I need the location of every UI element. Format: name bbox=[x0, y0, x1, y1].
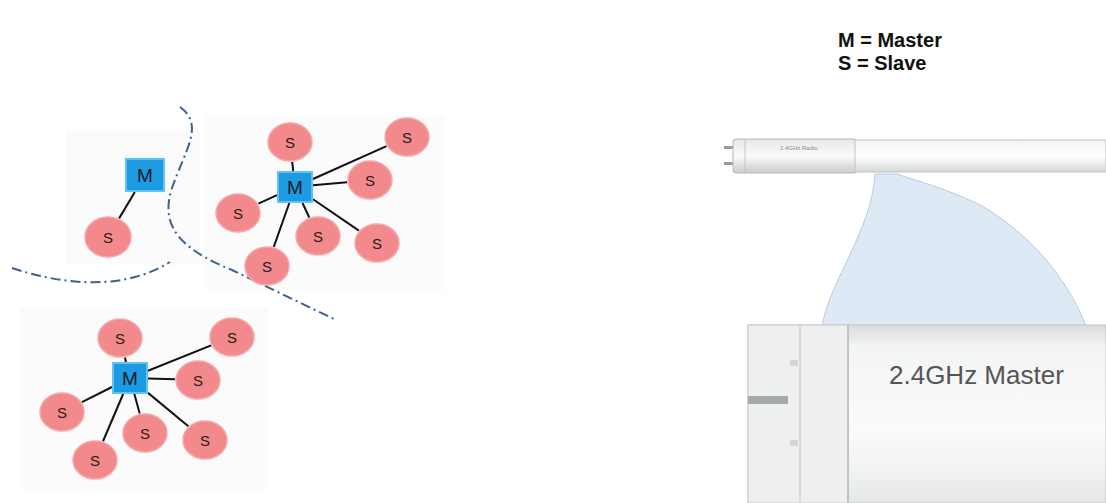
link-line bbox=[303, 203, 310, 217]
link-line bbox=[258, 195, 277, 203]
tube-marking: 2.4GHz Radio bbox=[780, 145, 818, 151]
slave-node: S bbox=[209, 317, 255, 357]
slave-letter: S bbox=[140, 426, 150, 441]
slave-letter: S bbox=[227, 330, 237, 345]
zoom-beam bbox=[822, 174, 1086, 326]
tube-marking: 2.4GHz Master bbox=[889, 362, 1064, 388]
slave-letter: S bbox=[200, 433, 210, 448]
slave-node: S bbox=[182, 420, 228, 460]
slave-letter: S bbox=[402, 130, 412, 145]
slave-letter: S bbox=[57, 405, 67, 420]
tube-notch bbox=[790, 360, 798, 366]
master-node: M bbox=[112, 362, 148, 394]
tube-end-cap bbox=[733, 139, 857, 173]
group-separator bbox=[12, 262, 170, 282]
group-backdrop bbox=[205, 115, 445, 290]
circle-fill bbox=[296, 217, 340, 255]
tube-seam bbox=[799, 325, 801, 503]
link-line bbox=[125, 358, 126, 362]
master-letter: M bbox=[122, 369, 138, 388]
slave-node: S bbox=[97, 318, 143, 358]
square-fill bbox=[113, 363, 147, 393]
slave-node: S bbox=[384, 117, 430, 157]
circle-fill bbox=[85, 217, 131, 257]
slave-node: S bbox=[267, 122, 313, 162]
slave-letter: S bbox=[115, 331, 125, 346]
group-backdrop bbox=[66, 130, 200, 265]
circle-fill bbox=[183, 421, 227, 459]
legend-text: S = Slave bbox=[838, 53, 926, 73]
slave-node: S bbox=[354, 223, 400, 263]
link-line bbox=[82, 387, 112, 402]
slave-letter: S bbox=[262, 259, 272, 274]
slave-letter: S bbox=[103, 230, 113, 245]
slave-letter: S bbox=[372, 236, 382, 251]
slave-node: S bbox=[215, 193, 261, 233]
tube-seam bbox=[847, 325, 849, 503]
slave-node: S bbox=[122, 413, 168, 453]
group-separator bbox=[168, 107, 336, 320]
link-line bbox=[292, 162, 293, 171]
slave-letter: S bbox=[365, 173, 375, 188]
link-line bbox=[148, 378, 175, 381]
master-letter: M bbox=[137, 166, 153, 185]
circle-fill bbox=[216, 194, 260, 232]
circle-fill bbox=[176, 361, 220, 399]
square-fill bbox=[278, 172, 312, 202]
tube-closeup bbox=[748, 325, 1106, 503]
slave-node: S bbox=[84, 216, 132, 258]
master-node: M bbox=[125, 158, 165, 192]
master-node: M bbox=[277, 171, 313, 203]
circle-fill bbox=[245, 247, 289, 285]
slave-node: S bbox=[39, 392, 85, 432]
slave-letter: S bbox=[313, 229, 323, 244]
tube-slot bbox=[748, 396, 788, 404]
link-line bbox=[103, 394, 123, 441]
link-line bbox=[313, 182, 347, 185]
circle-fill bbox=[40, 393, 84, 431]
slave-node: S bbox=[175, 360, 221, 400]
circle-fill bbox=[210, 318, 254, 356]
circle-fill bbox=[123, 414, 167, 452]
slave-node: S bbox=[347, 160, 393, 200]
tube-seam bbox=[745, 140, 746, 172]
slave-letter: S bbox=[90, 453, 100, 468]
slave-node: S bbox=[295, 216, 341, 256]
circle-fill bbox=[348, 161, 392, 199]
slave-node: S bbox=[72, 440, 118, 480]
slave-node: S bbox=[244, 246, 290, 286]
slave-letter: S bbox=[285, 135, 295, 150]
led-tube bbox=[855, 140, 1106, 172]
master-letter: M bbox=[287, 178, 303, 197]
slave-letter: S bbox=[193, 373, 203, 388]
tube-closeup-cap bbox=[748, 325, 848, 503]
group-backdrop bbox=[20, 308, 268, 490]
link-line bbox=[119, 192, 135, 218]
circle-fill bbox=[355, 224, 399, 262]
tube-notch bbox=[790, 440, 798, 446]
link-line bbox=[134, 394, 139, 414]
circle-fill bbox=[385, 118, 429, 156]
circle-fill bbox=[268, 123, 312, 161]
slave-letter: S bbox=[233, 206, 243, 221]
legend-text: M = Master bbox=[838, 30, 942, 50]
square-fill bbox=[126, 159, 164, 191]
circle-fill bbox=[73, 441, 117, 479]
link-line bbox=[274, 203, 290, 247]
circle-fill bbox=[98, 319, 142, 357]
